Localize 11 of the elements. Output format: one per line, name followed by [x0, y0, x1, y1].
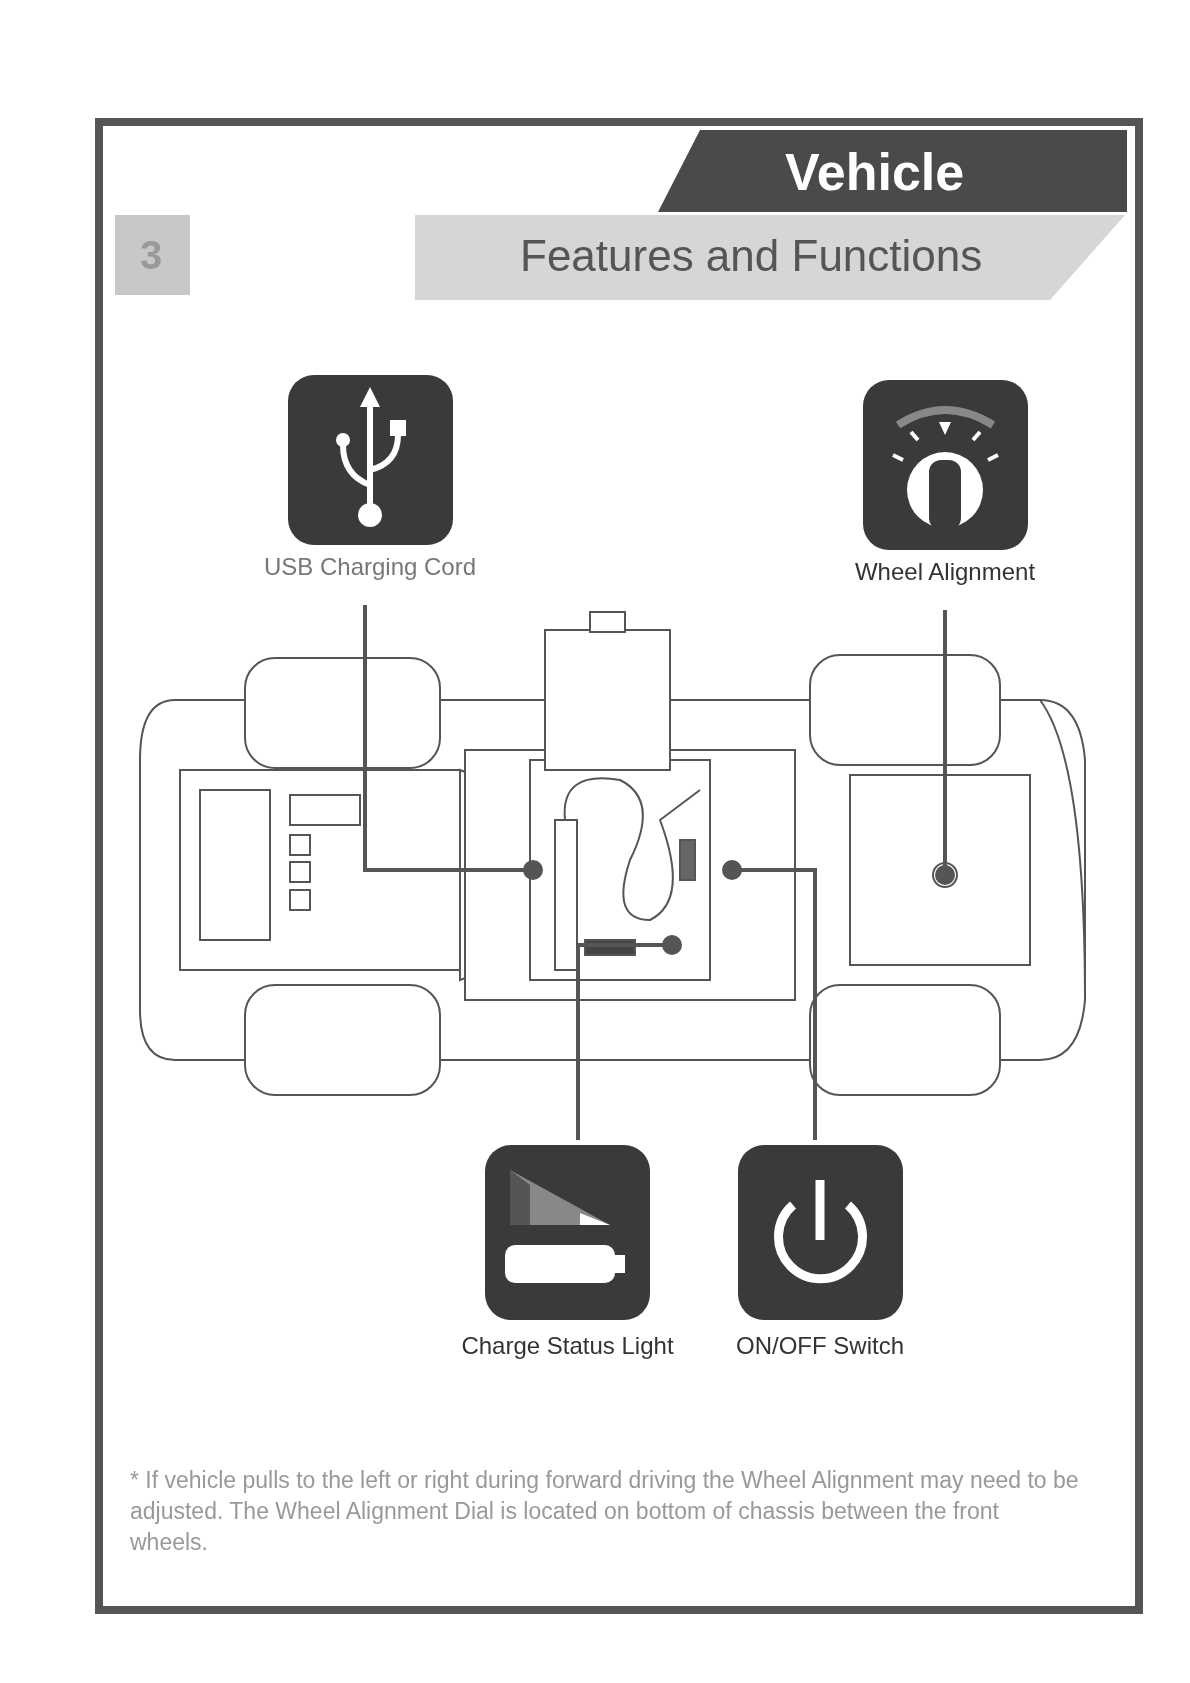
feature-label: USB Charging Cord [262, 552, 478, 582]
subtitle: Features and Functions [520, 230, 983, 282]
leader-line [935, 610, 955, 885]
title: Vehicle [785, 142, 965, 203]
feature-label: Charge Status Light [460, 1331, 675, 1361]
leader-line [576, 935, 682, 1140]
feature-label: ON/OFF Switch [735, 1331, 905, 1361]
leader-line [722, 860, 817, 1140]
footnote: * If vehicle pulls to the left or right during forward driving the Wheel Alignment may need to be adjusted. The Wheel Alignment Dial is located on bottom of chassis between the front wheels. [130, 1466, 1080, 1557]
feature-label: Wheel Alignment [853, 557, 1037, 587]
leader-line [363, 605, 543, 880]
